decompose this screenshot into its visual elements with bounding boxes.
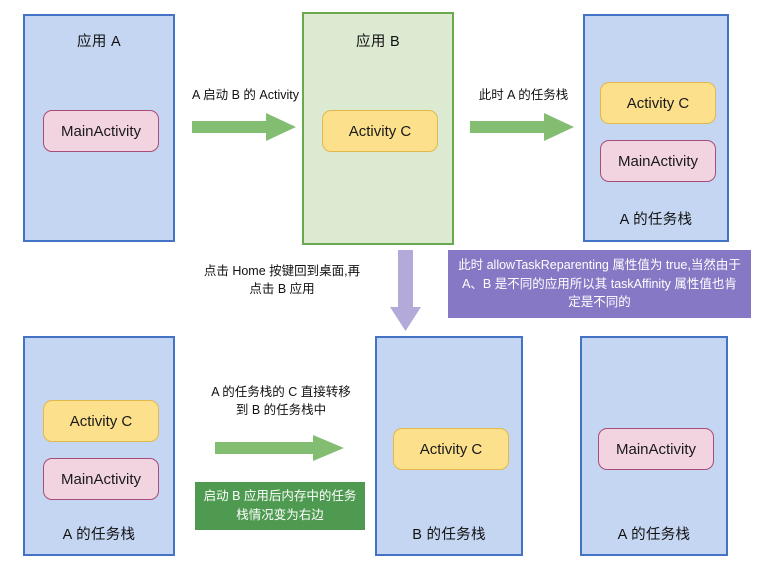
activity-card-mainactivity[interactable]: MainActivity [43,110,159,152]
activity-card-label: MainActivity [615,440,697,458]
note-allow-task-reparenting: 此时 allowTaskReparenting 属性值为 true,当然由于 A… [448,250,751,318]
task-stack-a-bottom-right-container: MainActivity A 的任务栈 [580,336,728,556]
arrow-down-icon-3 [389,250,422,332]
note-text: 此时 allowTaskReparenting 属性值为 true,当然由于 A… [458,257,741,310]
arrow-right-icon-2 [470,112,575,142]
app-a-container: 应用 A MainActivity [23,14,175,242]
activity-card-label: MainActivity [60,122,142,140]
activity-card-activityc[interactable]: Activity C [600,82,716,124]
app-a-title: 应用 A [77,34,121,50]
note-after-launch-b: 启动 B 应用后内存中的任务栈情况变为右边 [195,482,365,530]
caption-a-starts-b: A 启动 B 的 Activity [192,88,299,102]
activity-card-label: Activity C [348,122,412,140]
activity-card-mainactivity[interactable]: MainActivity [600,140,716,182]
app-b-container: 应用 B Activity C [302,12,454,245]
activity-card-label: MainActivity [617,152,699,170]
task-stack-b-bottom-container: Activity C B 的任务栈 [375,336,523,556]
arrow-right-icon-4 [215,434,345,462]
activity-card-label: Activity C [69,412,133,430]
caption-home-then-b: 点击 Home 按键回到桌面,再 点击 B 应用 [203,264,361,297]
caption-task-stack-of-a-now: 此时 A 的任务栈 [478,88,569,102]
task-stack-a-top-footer: A 的任务栈 [619,212,693,228]
task-stack-a-bottom-left-container: Activity C MainActivity A 的任务栈 [23,336,175,556]
app-b-title: 应用 B [356,34,400,50]
caption-c-moves-to-b: A 的任务栈的 C 直接转移 到 B 的任务栈中 [211,385,351,418]
activity-card-activityc[interactable]: Activity C [393,428,509,470]
activity-card-label: Activity C [419,440,483,458]
note-text: 启动 B 应用后内存中的任务栈情况变为右边 [203,489,357,522]
arrow-right-icon-1 [192,112,297,142]
activity-card-activityc[interactable]: Activity C [43,400,159,442]
activity-card-mainactivity[interactable]: MainActivity [598,428,714,470]
activity-card-activityc[interactable]: Activity C [322,110,438,152]
task-stack-a-bottom-right-footer: A 的任务栈 [617,527,691,543]
task-stack-b-bottom-footer: B 的任务栈 [412,527,486,543]
activity-card-label: Activity C [626,94,690,112]
activity-card-mainactivity[interactable]: MainActivity [43,458,159,500]
task-stack-a-top-container: Activity C MainActivity A 的任务栈 [583,14,729,242]
activity-card-label: MainActivity [60,470,142,488]
task-stack-a-bottom-left-footer: A 的任务栈 [62,527,136,543]
